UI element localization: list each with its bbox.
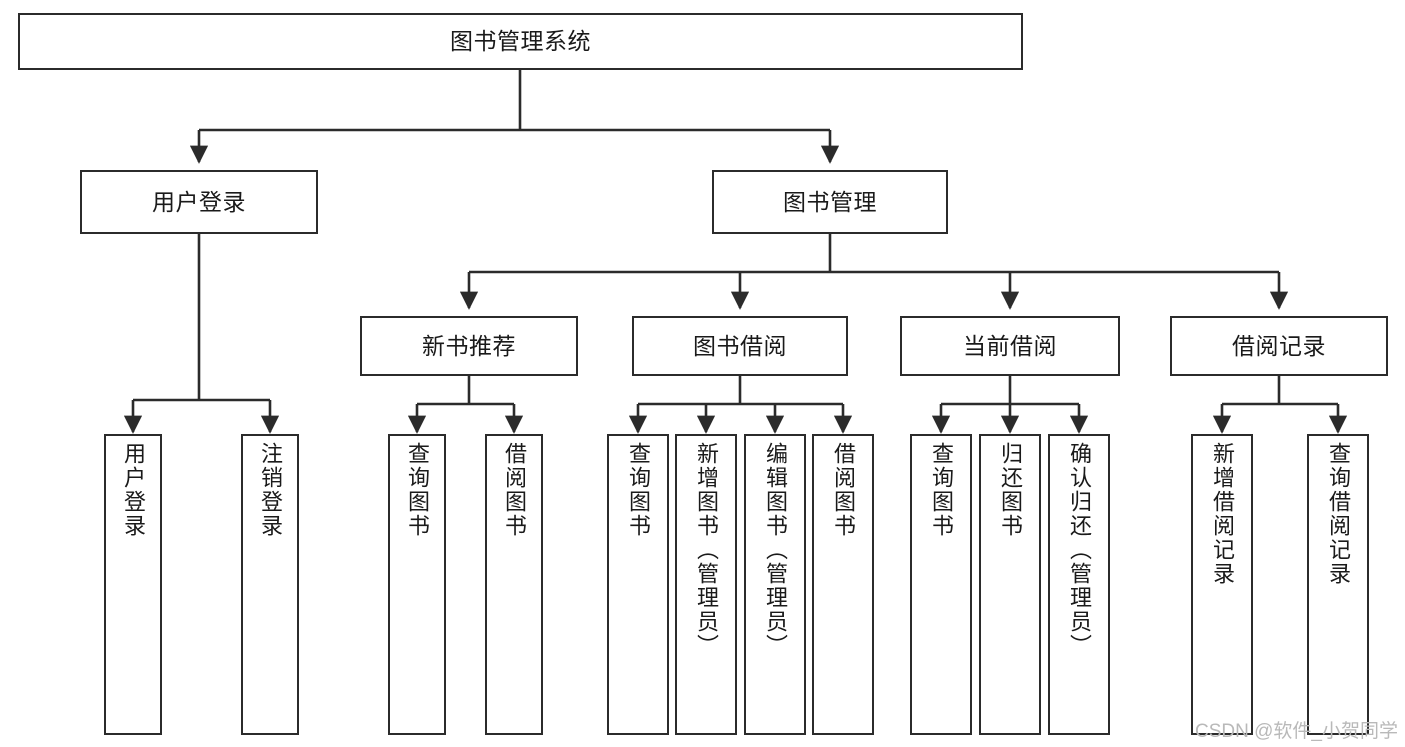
node-leaf-add-borrow-record[interactable]: 新增借阅记录 [1191,434,1253,735]
node-label: 新增图书（管理员） [693,442,719,658]
node-leaf-return-book[interactable]: 归还图书 [979,434,1041,735]
node-label: 查询图书 [404,442,430,538]
node-leaf-query-book-borrow[interactable]: 查询图书 [607,434,669,735]
node-label: 查询图书 [928,442,954,538]
node-label: 图书管理系统 [450,28,591,55]
node-leaf-logout[interactable]: 注销登录 [241,434,299,735]
node-leaf-confirm-return-admin[interactable]: 确认归还（管理员） [1048,434,1110,735]
node-borrow-record[interactable]: 借阅记录 [1170,316,1388,376]
node-label: 图书管理 [783,188,877,215]
node-label: 新增借阅记录 [1209,442,1235,586]
node-book-borrow[interactable]: 图书借阅 [632,316,848,376]
node-root-book-management-system[interactable]: 图书管理系统 [18,13,1023,70]
node-label: 编辑图书（管理员） [762,442,788,658]
node-label: 查询借阅记录 [1325,442,1351,586]
node-book-management[interactable]: 图书管理 [712,170,948,234]
node-leaf-query-book-recommend[interactable]: 查询图书 [388,434,446,735]
node-label: 归还图书 [997,442,1023,538]
node-leaf-query-book-current[interactable]: 查询图书 [910,434,972,735]
node-new-book-recommend[interactable]: 新书推荐 [360,316,578,376]
node-leaf-query-borrow-record[interactable]: 查询借阅记录 [1307,434,1369,735]
node-label: 借阅图书 [830,442,856,538]
node-leaf-user-login[interactable]: 用户登录 [104,434,162,735]
node-user-login[interactable]: 用户登录 [80,170,318,234]
node-label: 查询图书 [625,442,651,538]
node-label: 图书借阅 [693,332,787,359]
node-label: 新书推荐 [422,332,516,359]
node-label: 借阅图书 [501,442,527,538]
node-label: 借阅记录 [1232,332,1326,359]
node-leaf-borrow-book[interactable]: 借阅图书 [812,434,874,735]
node-label: 确认归还（管理员） [1066,442,1092,658]
node-label: 用户登录 [152,188,246,215]
node-leaf-edit-book-admin[interactable]: 编辑图书（管理员） [744,434,806,735]
node-leaf-add-book-admin[interactable]: 新增图书（管理员） [675,434,737,735]
node-label: 注销登录 [257,442,283,538]
node-leaf-borrow-book-recommend[interactable]: 借阅图书 [485,434,543,735]
node-label: 用户登录 [120,442,146,538]
node-current-borrow[interactable]: 当前借阅 [900,316,1120,376]
watermark-text: CSDN @软件_小贺同学 [1195,721,1398,742]
node-label: 当前借阅 [963,332,1057,359]
